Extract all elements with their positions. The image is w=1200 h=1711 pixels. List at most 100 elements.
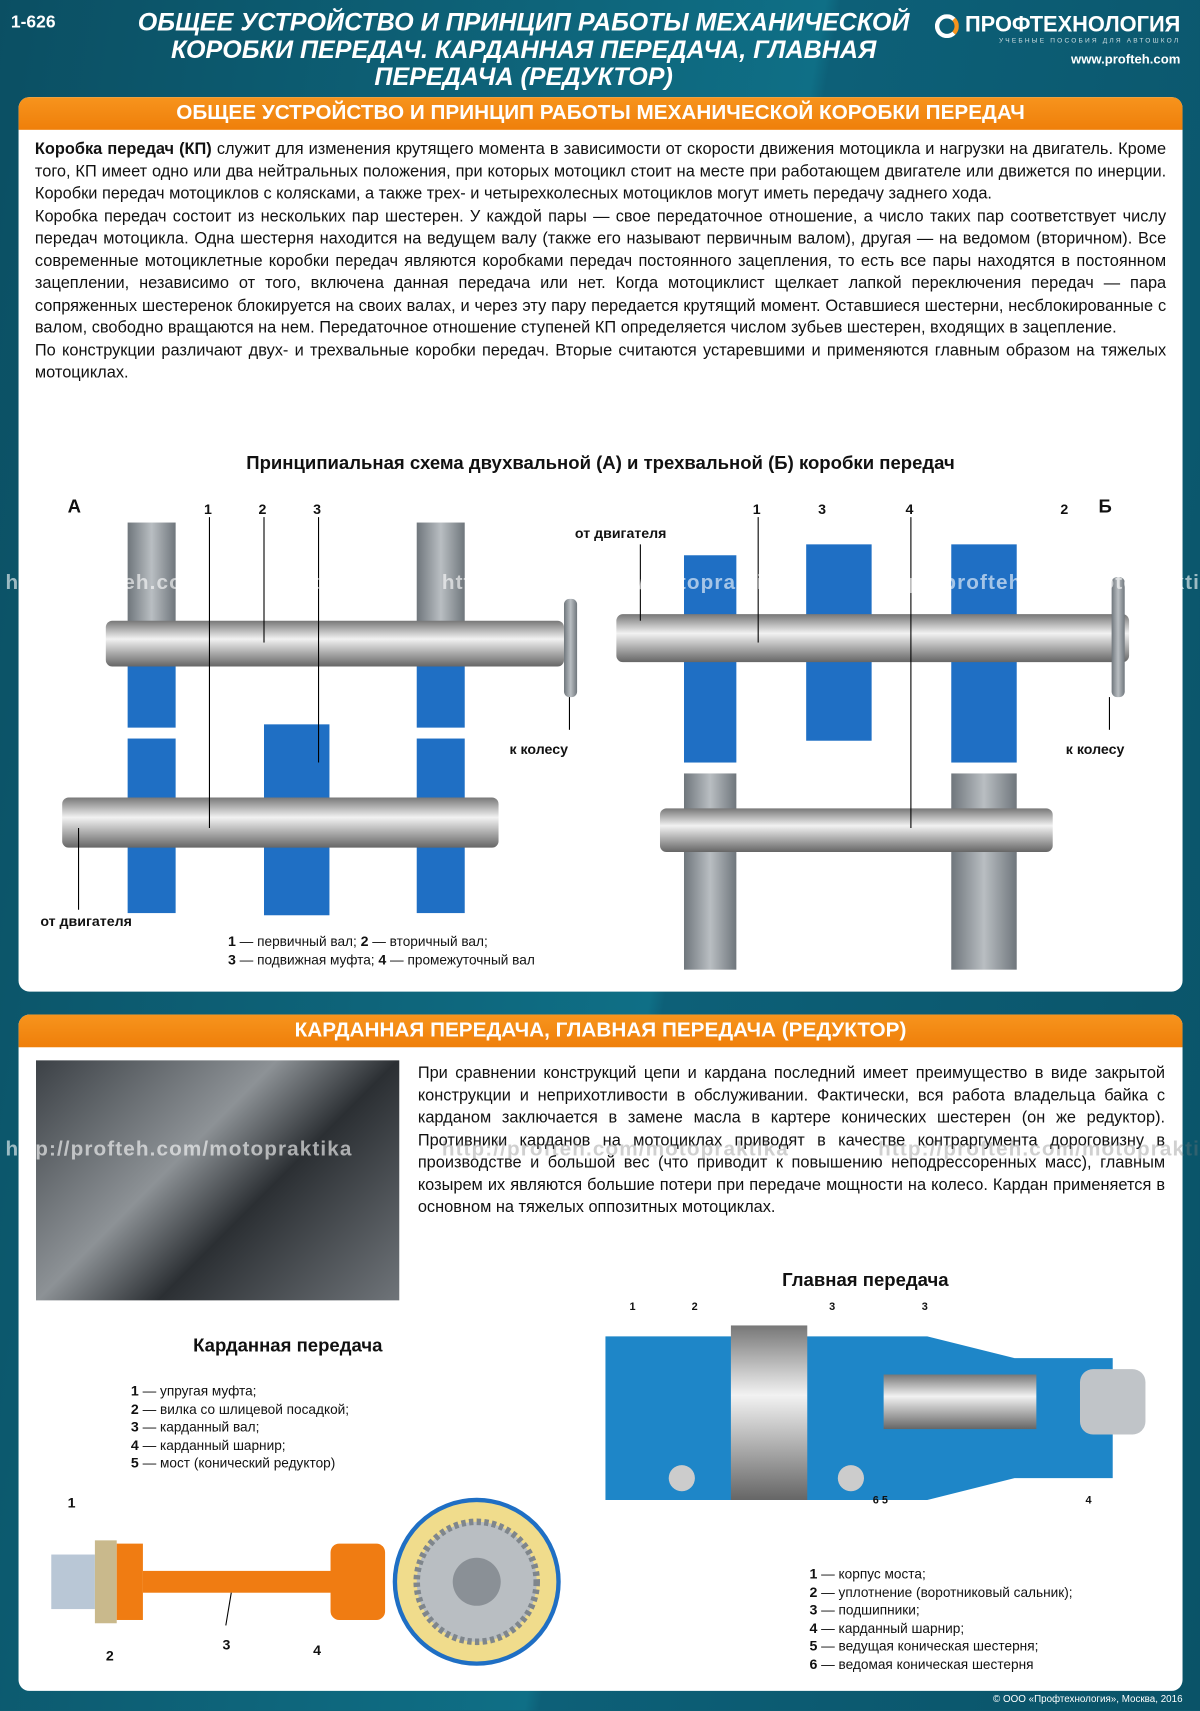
intermediate-shaft	[659, 808, 1053, 852]
watermark: http://profteh.com/motopraktika	[441, 1137, 789, 1161]
cardan-legend: 1 — упругая муфта; 2 — вилка со шлицевой…	[131, 1382, 349, 1472]
legend-text: — подшипники;	[817, 1602, 920, 1618]
watermark: http://profteh.com/motopraktika	[5, 571, 353, 595]
legend-text: 3	[130, 1418, 139, 1435]
watermark: http://profteh.com/motopraktika	[5, 1137, 353, 1161]
legend-text: — вторичный вал;	[368, 933, 488, 950]
legend-text: 6	[809, 1655, 818, 1672]
diagram-title: Принципиальная схема двухвальной (А) и т…	[246, 452, 955, 474]
legend-text: 4	[130, 1436, 139, 1453]
legend-text: — ведомая коническая шестерня	[817, 1656, 1034, 1672]
primary-shaft	[616, 614, 1130, 663]
callout-1-b: 1	[752, 500, 761, 518]
watermark: http://profteh.com/motopraktika	[878, 1137, 1200, 1161]
output-sprocket	[1111, 577, 1125, 698]
poster-code: 1-626	[10, 13, 56, 32]
main-gear-legend: 1 — корпус моста; 2 — уплотнение (воротн…	[809, 1565, 1072, 1673]
callout: 2	[105, 1647, 114, 1664]
legend-text: — первичный вал;	[235, 933, 361, 950]
legend-text: 1	[227, 932, 236, 950]
callout: 4	[313, 1641, 321, 1659]
legend-text: 2	[360, 932, 369, 950]
cardan-photo	[35, 1060, 400, 1301]
legend-text: 2	[130, 1400, 139, 1417]
callout: 3	[921, 1301, 928, 1314]
cardan-diagram	[51, 1497, 561, 1666]
gear	[683, 773, 737, 970]
cardan-title: Карданная передача	[193, 1335, 383, 1356]
brand-name: ПРОФТЕХНОЛОГИЯ	[965, 13, 1181, 38]
legend-text: — ведущая коническая шестерня;	[817, 1638, 1039, 1654]
legend-text: 1	[809, 1565, 818, 1582]
gearbox-a	[62, 517, 578, 916]
cardan-description: При сравнении конструкций цепи и кардана…	[417, 1063, 1166, 1217]
spline-yoke	[116, 1543, 143, 1620]
label-from-engine: от двигателя	[40, 913, 132, 930]
watermark: http://profteh.com/motopraktika	[878, 571, 1200, 595]
callout: 3	[829, 1301, 836, 1314]
label-from-engine-b: от двигателя	[574, 524, 667, 542]
main-gear-diagram	[605, 1325, 1146, 1500]
legend-text: — мост (конический редуктор)	[138, 1455, 336, 1471]
legend-text: 5	[809, 1637, 818, 1654]
callout-1: 1	[203, 500, 212, 518]
callout: 1	[629, 1301, 636, 1314]
paragraph: Коробка передач состоит из нескольких па…	[34, 206, 1167, 338]
legend-text: — подвижная муфта;	[235, 951, 379, 968]
gearbox-b	[616, 517, 1130, 970]
cardan-shaft	[142, 1570, 340, 1593]
term-bold: Коробка передач (КП)	[34, 139, 212, 159]
brand-subtitle: УЧЕБНЫЕ ПОСОБИЯ ДЛЯ АВТОШКОЛ	[998, 38, 1181, 45]
paragraph: служит для изменения крутящего момента в…	[34, 139, 1167, 203]
poster-title: ОБЩЕЕ УСТРОЙСТВО И ПРИНЦИП РАБОТЫ МЕХАНИ…	[137, 7, 910, 91]
section-cardan: КАРДАННАЯ ПЕРЕДАЧА, ГЛАВНАЯ ПЕРЕДАЧА (РЕ…	[18, 1014, 1183, 1691]
legend-text: 1	[130, 1382, 139, 1399]
legend-text: — уплотнение (воротниковый сальник);	[817, 1584, 1073, 1600]
legend-text: 4	[809, 1619, 818, 1636]
watermark: http://profteh.com/motopraktika	[441, 571, 789, 595]
legend-text: 2	[809, 1583, 818, 1600]
section-gearbox: ОБЩЕЕ УСТРОЙСТВО И ПРИНЦИП РАБОТЫ МЕХАНИ…	[18, 97, 1183, 992]
callout: 2	[691, 1301, 698, 1314]
legend-text: 4	[378, 950, 387, 968]
callout-4-b: 4	[905, 500, 914, 518]
gear-logo-icon	[934, 13, 959, 38]
callout-2: 2	[258, 500, 267, 518]
gearbox-diagram	[62, 517, 1130, 970]
drive-pinion	[883, 1374, 1037, 1430]
legend-text: 5	[130, 1454, 139, 1471]
callout-3-b: 3	[818, 500, 827, 518]
callout-3: 3	[313, 500, 321, 518]
gear	[951, 773, 1017, 970]
callout: 4	[1085, 1494, 1092, 1507]
legend-text: — карданный шарнир;	[138, 1437, 286, 1453]
legend-text: — карданный вал;	[138, 1419, 260, 1435]
gearbox-description: Коробка передач (КП) служит для изменени…	[19, 130, 1183, 385]
brand-url[interactable]: www.profteh.com	[1071, 51, 1181, 67]
legend-text: — упругая муфта;	[138, 1383, 257, 1399]
section-title: ОБЩЕЕ УСТРОЙСТВО И ПРИНЦИП РАБОТЫ МЕХАНИ…	[18, 97, 1183, 130]
legend-text: 3	[227, 950, 236, 968]
label-a: А	[67, 496, 82, 518]
callout-2-b: 2	[1060, 500, 1069, 518]
label-to-wheel-b: к колесу	[1065, 740, 1125, 758]
label-to-wheel: к колесу	[509, 740, 569, 758]
shaft	[730, 1325, 808, 1500]
gearbox-legend: 1 — первичный вал; 2 — вторичный вал; 3 …	[228, 933, 535, 969]
section-title: КАРДАННАЯ ПЕРЕДАЧА, ГЛАВНАЯ ПЕРЕДАЧА (РЕ…	[18, 1014, 1183, 1048]
callout: 3	[222, 1636, 231, 1653]
elastic-coupling	[94, 1540, 117, 1624]
legend-text: — промежуточный вал	[386, 951, 535, 968]
legend-text: — корпус моста;	[817, 1566, 926, 1582]
brand-logo: ПРОФТЕХНОЛОГИЯ УЧЕБНЫЕ ПОСОБИЯ ДЛЯ АВТОШ…	[934, 13, 1181, 67]
callout: 6 5	[872, 1494, 888, 1507]
legend-text: 3	[809, 1601, 818, 1618]
legend-text: — карданный шарнир;	[817, 1620, 965, 1636]
main-gear-title: Главная передача	[782, 1269, 949, 1291]
legend-text: — вилка со шлицевой посадкой;	[138, 1401, 350, 1417]
cardan-joint	[1079, 1369, 1146, 1435]
paragraph: По конструкции различают двух- и трехвал…	[34, 340, 1167, 382]
secondary-shaft	[105, 620, 564, 667]
primary-shaft	[62, 797, 499, 848]
